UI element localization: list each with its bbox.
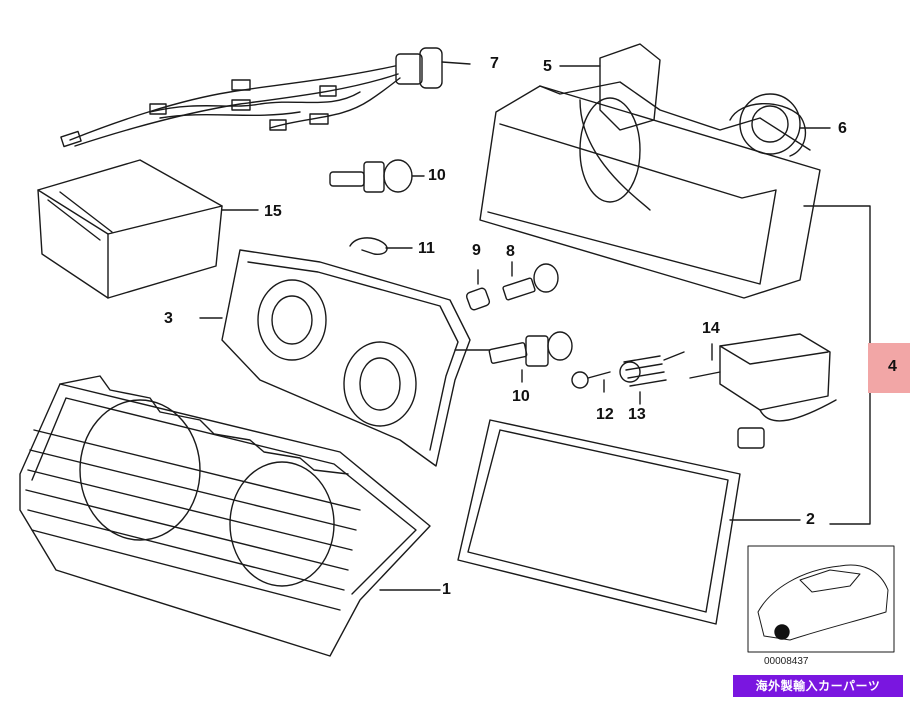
callout-1: 1 <box>442 581 451 598</box>
callout-15: 15 <box>264 203 282 220</box>
callout-10-upper: 10 <box>428 167 446 184</box>
callout-10-lower: 10 <box>512 388 530 405</box>
bulb-part-upper <box>329 159 425 193</box>
callout-11: 11 <box>418 240 435 257</box>
diagram-code: 00008437 <box>764 656 809 667</box>
callout-5: 5 <box>543 58 552 75</box>
callout-4: 4 <box>888 358 897 375</box>
callout-14: 14 <box>702 320 720 337</box>
cap-cover-part <box>739 93 831 155</box>
cardboard-box-part <box>37 159 259 299</box>
vehicle-locator-inset <box>747 545 895 653</box>
callout-2: 2 <box>806 511 815 528</box>
support-bracket-part <box>559 43 661 131</box>
h-bulb-part <box>502 261 559 301</box>
small-bulb-part <box>465 269 491 311</box>
callout-4-highlight: 4 <box>868 343 910 393</box>
callout-6: 6 <box>838 120 847 137</box>
callout-12: 12 <box>596 406 614 423</box>
callout-9: 9 <box>472 242 481 259</box>
gasket-part <box>457 419 801 625</box>
spring-clip-part <box>349 237 413 256</box>
callout-13: 13 <box>628 406 646 423</box>
adjusting-screw-part <box>571 371 611 393</box>
reflector-part <box>199 249 491 467</box>
headlight-housing-part <box>479 81 889 525</box>
headlight-lens-part <box>19 375 441 657</box>
callout-8: 8 <box>506 243 515 260</box>
adjuster-part <box>619 351 685 405</box>
shop-watermark: 海外製輸入カーパーツ <box>733 675 903 697</box>
wiring-harness-part <box>60 47 471 148</box>
callout-3: 3 <box>164 310 173 327</box>
headlight-motor-part <box>689 333 837 449</box>
callout-7: 7 <box>490 55 499 72</box>
bulb-part-lower <box>488 331 573 383</box>
